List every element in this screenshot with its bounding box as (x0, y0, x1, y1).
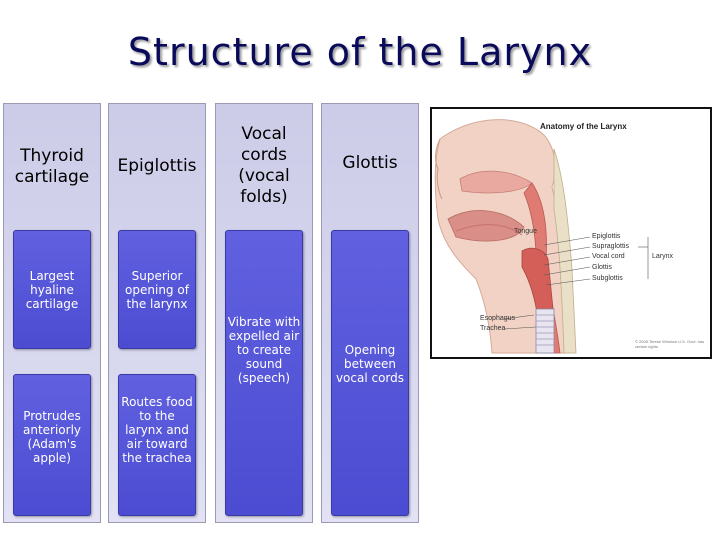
column-header: Vocal cords (vocal folds) (238, 124, 290, 207)
description-box: Vibrate with expelled air to create soun… (225, 230, 303, 516)
description-text: Largest hyaline cartilage (25, 269, 79, 311)
label-esophagus: Esophagus (480, 315, 516, 322)
description-text: Routes food to the larynx and air toward… (121, 395, 193, 465)
description-box: Protrudes anteriorly (Adam's apple) (13, 374, 91, 516)
column-header: Thyroid cartilage (14, 146, 90, 187)
label-subglottis: Subglottis (592, 275, 623, 282)
column-vocal-cords: Vocal cords (vocal folds) Vibrate with e… (215, 103, 313, 523)
label-trachea: Trachea (480, 325, 506, 332)
description-box: Routes food to the larynx and air toward… (118, 374, 196, 516)
description-text: Vibrate with expelled air to create soun… (227, 315, 301, 385)
column-thyroid-cartilage: Thyroid cartilage Largest hyaline cartil… (3, 103, 101, 523)
label-tongue: Tongue (514, 228, 537, 235)
figure-caption: Anatomy of the Larynx (540, 122, 627, 131)
description-text: Opening between vocal cords (335, 343, 405, 385)
column-header: Glottis (342, 153, 398, 173)
larynx-anatomy-image: Anatomy of the Larynx Tongue Epiglottis … (430, 107, 712, 359)
column-header: Epiglottis (117, 156, 197, 176)
anatomy-illustration (434, 119, 649, 354)
label-larynx: Larynx (652, 253, 674, 260)
column-epiglottis: Epiglottis Superior opening of the laryn… (108, 103, 206, 523)
description-box: Opening between vocal cords (331, 230, 409, 516)
figure-credit: © 2005 Terese Winslow U.S. Govt. has cer… (635, 339, 705, 349)
slide-title: Structure of the Larynx (127, 30, 593, 74)
label-epiglottis: Epiglottis (592, 233, 621, 240)
label-supraglottis: Supraglottis (592, 243, 629, 250)
column-glottis: Glottis Opening between vocal cords (321, 103, 419, 523)
description-text: Protrudes anteriorly (Adam's apple) (22, 409, 82, 465)
description-box: Largest hyaline cartilage (13, 230, 91, 349)
label-glottis: Glottis (592, 264, 612, 271)
description-text: Superior opening of the larynx (125, 269, 189, 311)
description-box: Superior opening of the larynx (118, 230, 196, 349)
label-vocal-cord: Vocal cord (592, 253, 625, 260)
